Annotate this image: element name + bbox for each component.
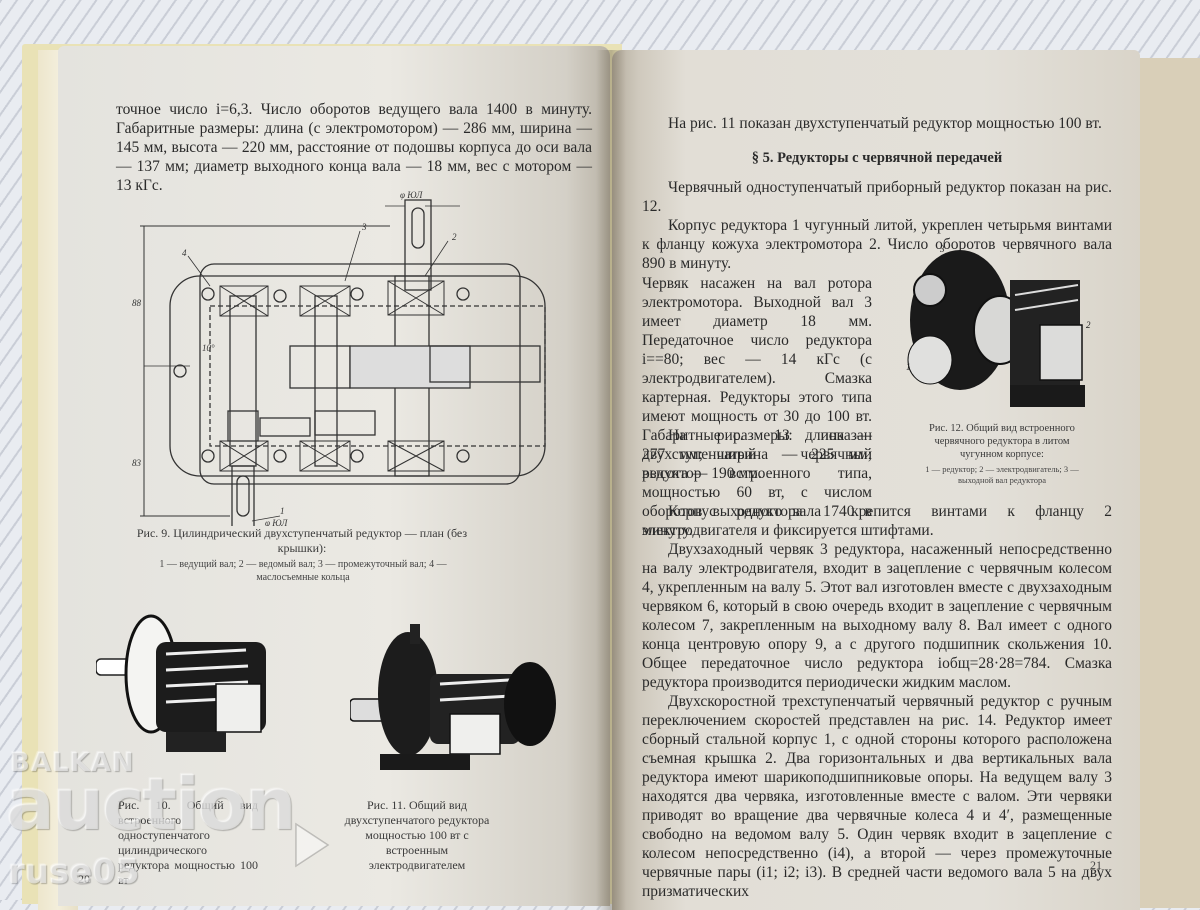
left-paragraph-top: точное число i=6,3. Число оборотов ведущ… — [116, 101, 592, 194]
right-para-1: Червячный одноступенчатый приборный реду… — [642, 179, 1112, 215]
fig12-label-3: 3 — [939, 244, 945, 254]
fig12-label-1: 1 — [906, 362, 911, 372]
part-label-3: 3 — [361, 222, 367, 232]
watermark-balkan: BALKAN — [10, 748, 135, 778]
right-para-3: Червяк насажен на вал ротора электромото… — [642, 275, 872, 482]
right-intro: На рис. 11 показан двухступенчатый редук… — [668, 115, 1102, 132]
dim-label-top-diameter: φ ЮЛ — [400, 190, 423, 200]
figure9-gearbox-drawing: 88 83 φ ЮЛ φ ЮЛ 10° 1 2 3 4 — [132, 190, 546, 526]
left-page: точное число i=6,3. Число оборотов ведущ… — [58, 46, 610, 906]
figure12-legend: 1 — редуктор; 2 — электродвигатель; 3 — … — [925, 464, 1079, 485]
dim-label-88: 88 — [132, 298, 142, 308]
right-para-6: Двухзаходный червяк 3 редуктора, насажен… — [642, 541, 1112, 691]
book-gutter — [596, 50, 626, 910]
figure10-caption: Рис. 10. Общий вид встроенного одноступе… — [118, 798, 258, 887]
part-label-2: 2 — [452, 232, 457, 242]
right-para-4: На рис. 13 показан двухступенчатый червя… — [642, 427, 872, 539]
dim-label-83: 83 — [132, 458, 142, 468]
figure9-legend: 1 — ведущий вал; 2 — ведомый вал; 3 — пр… — [159, 559, 447, 583]
right-para-7: Двухскоростной трехступенчатый червячный… — [642, 693, 1112, 900]
watermark-auction: auction — [6, 762, 296, 846]
right-page: На рис. 11 показан двухступенчатый редук… — [612, 50, 1140, 910]
figure11-caption: Рис. 11. Общий вид двухступенчатого реду… — [344, 798, 490, 872]
right-para-5: Корпус редуктора 1 крепится винтами к фл… — [642, 503, 1112, 539]
part-label-1: 1 — [280, 506, 285, 516]
watermark-play-icon — [295, 822, 330, 868]
dim-label-angle: 10° — [202, 343, 215, 353]
fig12-label-2: 2 — [1086, 320, 1091, 330]
figure12-worm-gearbox-illustration: 1 2 3 — [906, 244, 1091, 407]
part-label-4: 4 — [182, 248, 187, 258]
figure9-caption: Рис. 9. Цилиндрический двухступенчатый р… — [136, 526, 468, 555]
section-heading: § 5. Редукторы с червячной передачей — [751, 150, 1003, 166]
right-page-number: 21 — [1090, 858, 1102, 872]
watermark-ruse05: ruse05 — [8, 852, 140, 892]
figure10-motor-illustration — [96, 614, 266, 752]
dim-label-bottom-diameter: φ ЮЛ — [265, 518, 288, 526]
right-para-2: Корпус редуктора 1 чугунный литой, укреп… — [642, 217, 1112, 272]
left-page-number: 20 — [78, 872, 90, 886]
figure12-caption: Рис. 12. Общий вид встроенного червячног… — [929, 423, 1075, 460]
figure11-motor-illustration — [350, 624, 556, 770]
